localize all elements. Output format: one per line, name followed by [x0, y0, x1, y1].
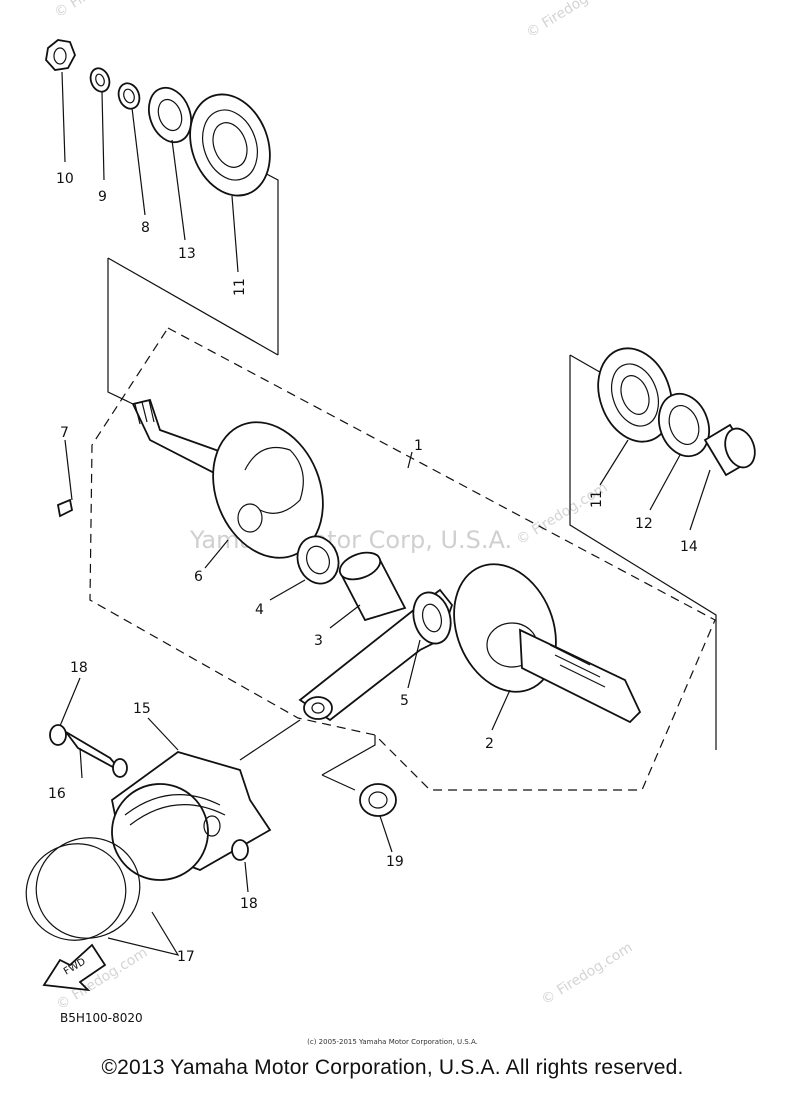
piston-pin-part-16 — [65, 731, 128, 778]
bracket-piston-rod — [239, 719, 301, 761]
callout-15: 15 — [133, 701, 151, 717]
callout-2: 2 — [485, 736, 494, 752]
needle-bearing-part-4 — [296, 535, 340, 585]
washer-part-8 — [117, 82, 141, 110]
callout-9: 9 — [98, 189, 107, 205]
bearing-part-13 — [148, 86, 192, 144]
callout-11-top: 11 — [232, 278, 248, 296]
drawing-code: B5H100-8020 — [60, 1011, 143, 1025]
callout-18-top: 18 — [70, 660, 88, 676]
nut-part-10 — [45, 39, 76, 71]
callout-19: 19 — [386, 854, 404, 870]
bracket-bearing-group — [107, 258, 134, 405]
callout-4: 4 — [255, 602, 264, 618]
callout-18-bottom: 18 — [240, 896, 258, 912]
callout-8: 8 — [141, 220, 150, 236]
piston-part-15 — [111, 751, 272, 881]
callout-13: 13 — [178, 246, 196, 262]
key-part-7 — [56, 498, 74, 518]
circlip-part-18-top — [49, 724, 67, 746]
bracket-right-group — [569, 355, 717, 750]
watermark-top-right: © Firedog.com — [524, 0, 621, 41]
assembly-outline-dashed — [89, 327, 716, 791]
callout-14: 14 — [680, 539, 698, 555]
lock-washer-part-9 — [89, 67, 111, 93]
callouts: 10 9 8 13 11 7 1 6 4 3 5 2 11 12 14 18 1… — [48, 171, 698, 965]
bearing-part-11-right — [597, 347, 673, 443]
bearing-part-12 — [658, 392, 710, 458]
callout-16: 16 — [48, 786, 66, 802]
callout-10: 10 — [56, 171, 74, 187]
crank-pin-part-3 — [338, 551, 407, 622]
callout-1: 1 — [414, 438, 423, 454]
callout-7: 7 — [60, 425, 69, 441]
copyright-footer: ©2013 Yamaha Motor Corporation, U.S.A. A… — [101, 1056, 684, 1079]
circlip-part-18-bottom — [231, 839, 249, 861]
crank-half-left-part-6 — [131, 398, 324, 559]
callout-12: 12 — [635, 516, 653, 532]
needle-bearing-part-19 — [359, 783, 397, 817]
watermark-mid-right: © Firedog.com — [514, 480, 611, 549]
bearing-part-11-top — [189, 93, 271, 197]
small-copyright: (c) 2005-2015 Yamaha Motor Corporation, … — [307, 1038, 478, 1046]
watermark-bottom-right: © Firedog.com — [539, 940, 636, 1009]
leader-lines — [59, 71, 711, 956]
connecting-rod-part-5 — [298, 588, 454, 722]
collar-part-14 — [703, 423, 756, 477]
callout-5: 5 — [400, 693, 409, 709]
callout-3: 3 — [314, 633, 323, 649]
callout-6: 6 — [194, 569, 203, 585]
crank-half-right-part-2 — [453, 563, 642, 724]
callout-17: 17 — [177, 949, 195, 965]
piston-rings-part-17 — [25, 837, 141, 941]
callout-11-right: 11 — [589, 490, 605, 508]
watermark-top-left: © Firedog.com — [52, 0, 149, 21]
